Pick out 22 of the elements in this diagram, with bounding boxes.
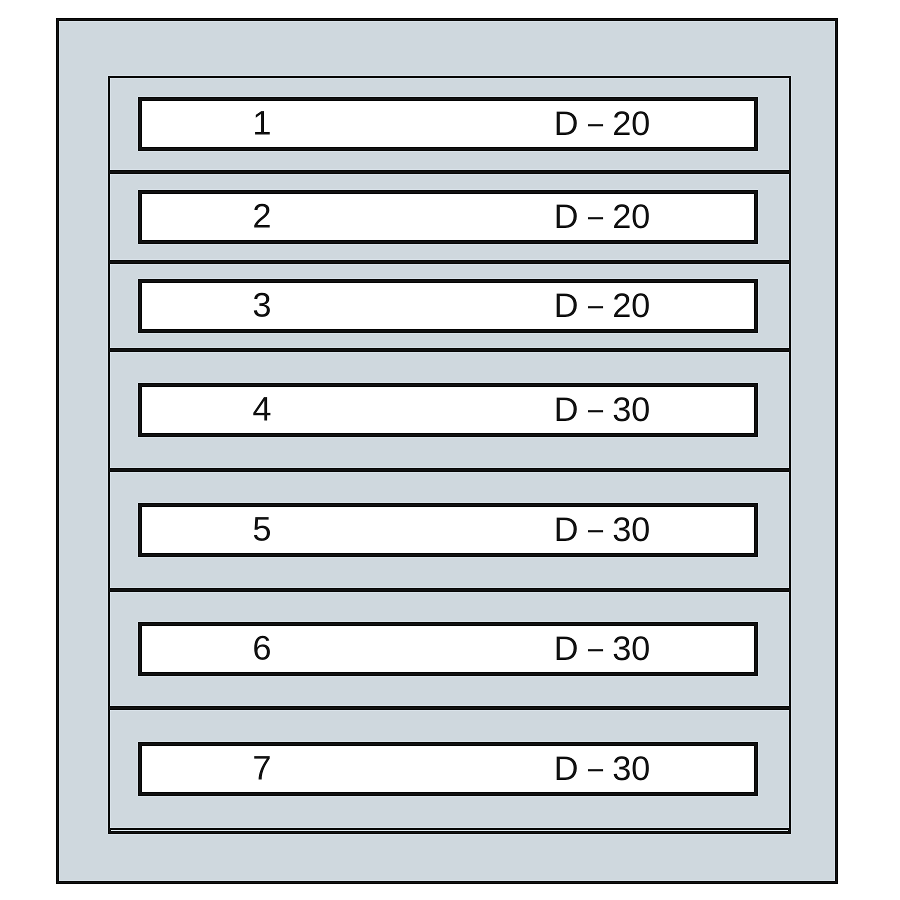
drawer-panel [108, 708, 791, 830]
drawer-number: 2 [252, 198, 272, 236]
drawer-number: 6 [252, 630, 272, 668]
drawer-panel [108, 470, 791, 590]
drawer-code: D－30 [554, 390, 650, 431]
drawer-panel [108, 76, 791, 172]
drawer-panel [108, 262, 791, 350]
drawer-panel [108, 172, 791, 262]
drawer-code: D－30 [554, 510, 650, 551]
drawer-code: D－20 [554, 286, 650, 327]
drawer-code: D－20 [554, 104, 650, 145]
drawer-number: 3 [252, 286, 272, 326]
drawer-code: D－30 [554, 629, 650, 670]
drawer-number: 1 [252, 104, 272, 144]
drawer-number: 4 [252, 390, 272, 430]
drawer-panel [108, 350, 791, 470]
drawer-panel [108, 590, 791, 708]
drawer-code: D－30 [554, 749, 650, 790]
drawer-number: 5 [252, 510, 272, 550]
drawer-code: D－20 [554, 197, 650, 238]
drawer-number: 7 [252, 750, 272, 788]
cabinet-body [56, 18, 838, 884]
